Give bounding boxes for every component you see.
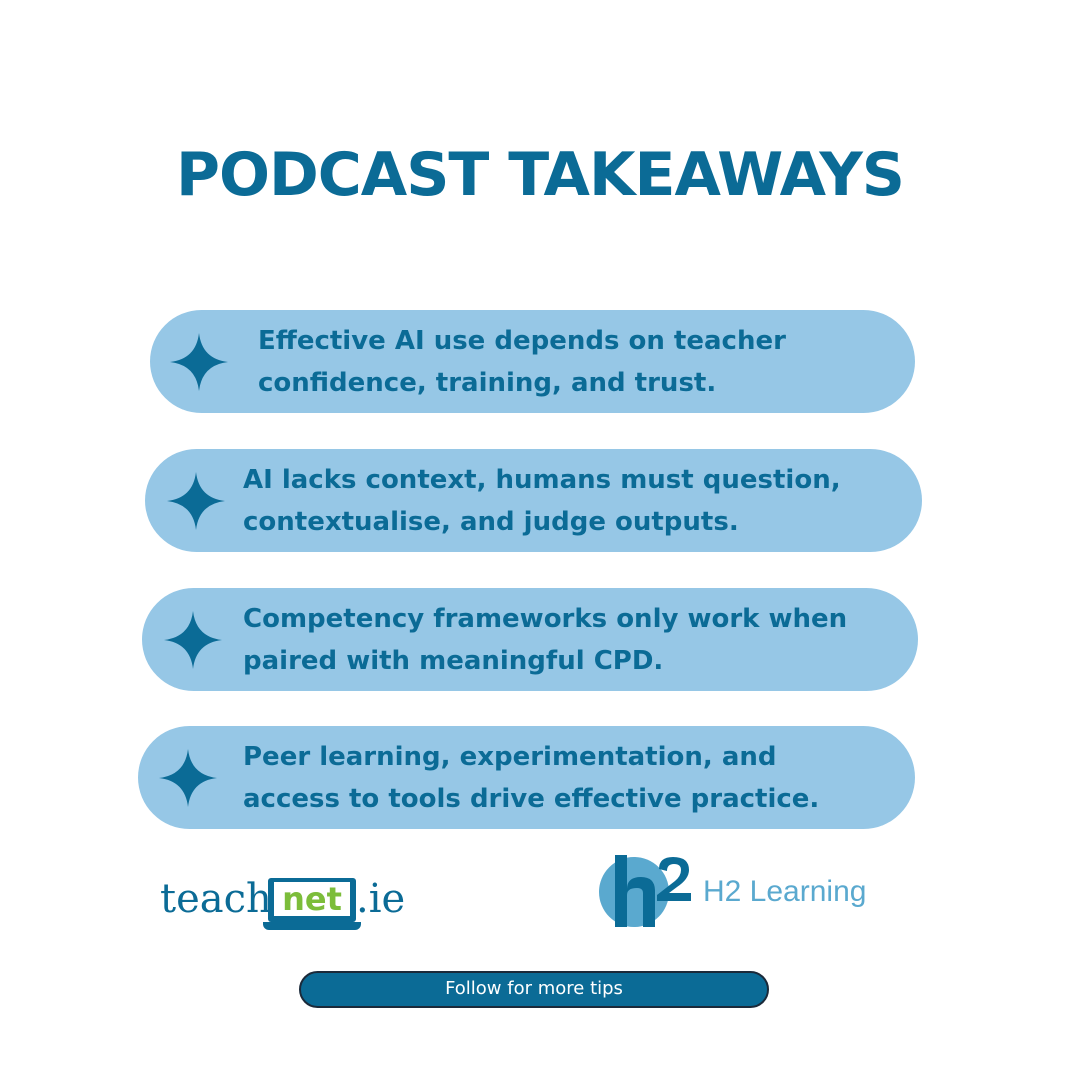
takeaway-text: AI lacks context, humans must question, …	[243, 464, 841, 537]
teachnet-logo-teach: teach	[160, 876, 272, 922]
takeaway-item: Effective AI use depends on teacher conf…	[150, 310, 915, 413]
sparkle-icon	[157, 747, 219, 809]
sparkle-icon	[162, 609, 224, 671]
laptop-icon: net	[268, 878, 356, 922]
page-title: PODCAST TAKEAWAYS	[175, 140, 905, 210]
follow-button[interactable]: Follow for more tips	[299, 971, 769, 1008]
laptop-base	[263, 922, 361, 930]
h2-learning-label: H2 Learning	[703, 875, 867, 908]
h2-learning-logo: H2 Learning	[597, 855, 867, 930]
takeaway-text: Peer learning, experimentation, and acce…	[243, 741, 820, 814]
h2-mark-icon	[599, 855, 691, 927]
sparkle-icon	[165, 470, 227, 532]
teachnet-logo-ie: .ie	[356, 876, 406, 922]
takeaway-item: Competency frameworks only work when pai…	[142, 588, 918, 691]
teachnet-logo: teach net .ie	[160, 868, 420, 938]
takeaway-item: AI lacks context, humans must question, …	[145, 449, 922, 552]
teachnet-logo-net: net	[274, 882, 350, 916]
takeaway-text: Effective AI use depends on teacher conf…	[258, 325, 786, 398]
sparkle-icon	[168, 331, 230, 393]
takeaway-item: Peer learning, experimentation, and acce…	[138, 726, 915, 829]
takeaway-text: Competency frameworks only work when pai…	[243, 603, 848, 676]
